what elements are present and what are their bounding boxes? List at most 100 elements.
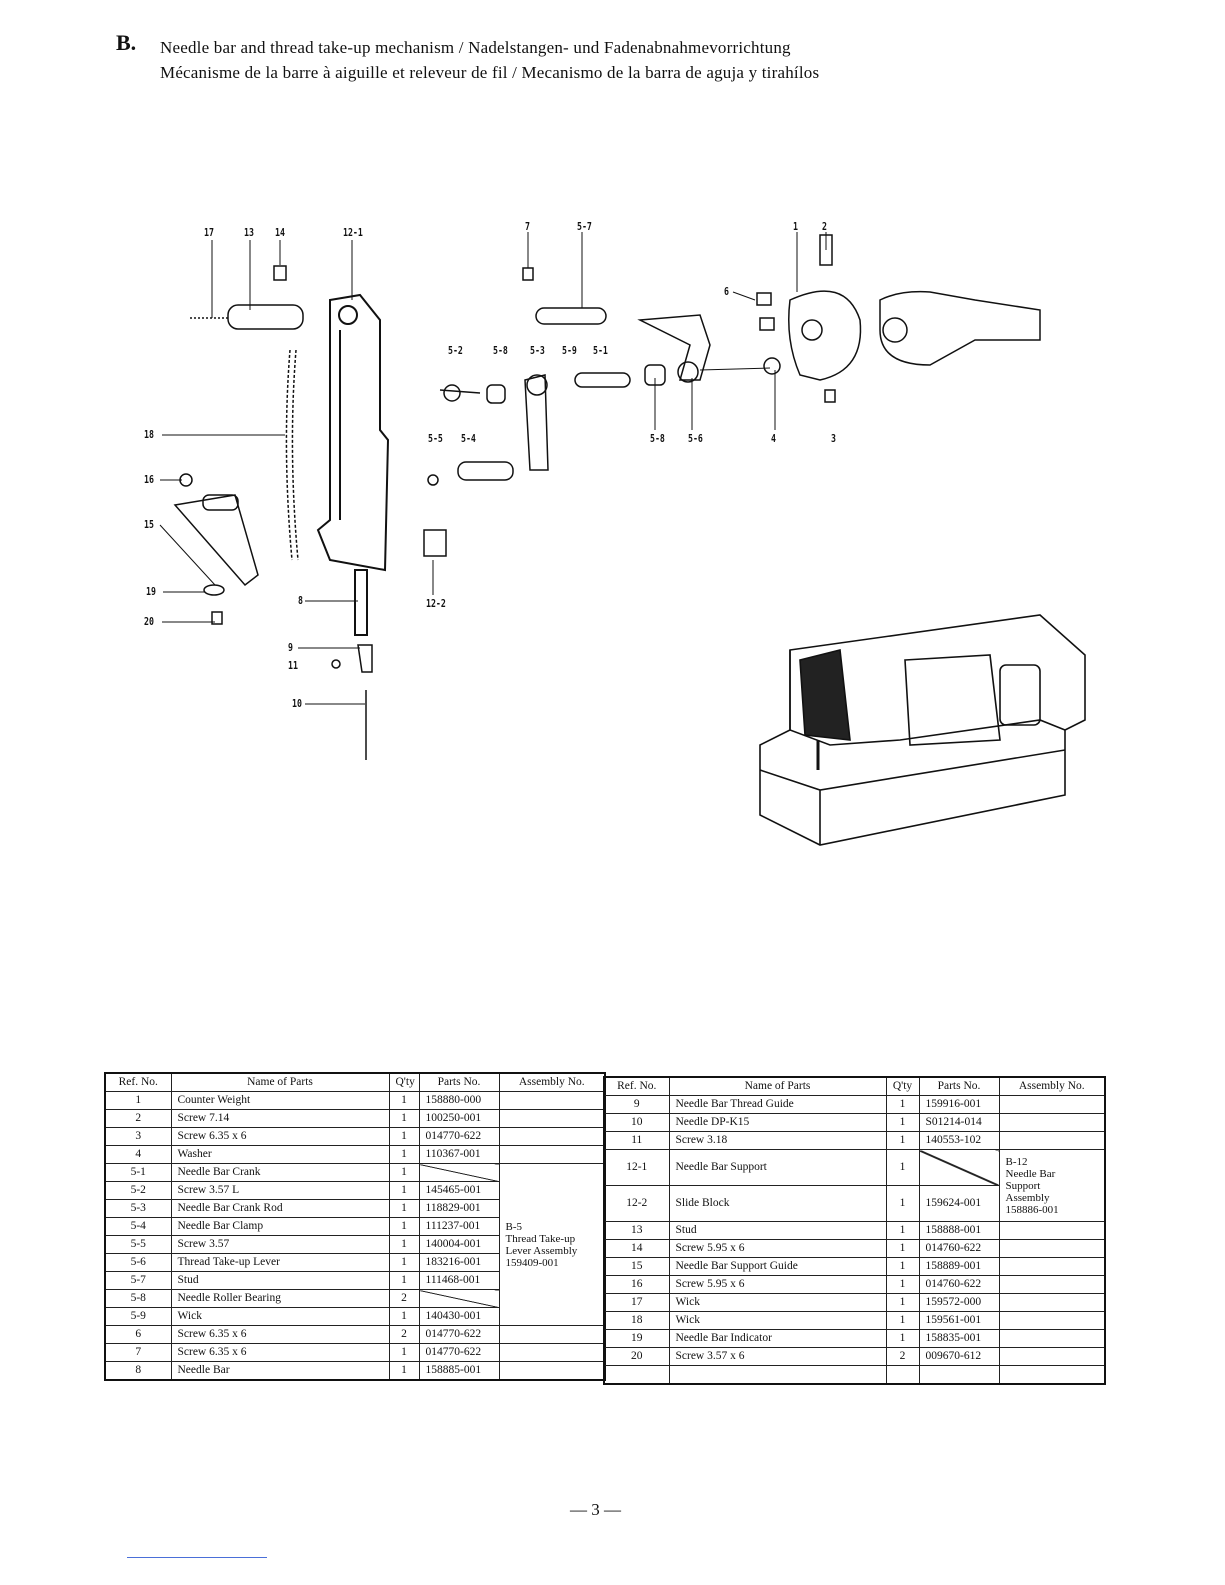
callout-label: 2 [822,220,827,233]
header-name: Name of Parts [170,1072,390,1092]
parts-no-cell: 014760-622 [918,1275,1000,1294]
part-name-cell: Wick [170,1307,390,1326]
parts-no-cell: 118829-001 [418,1199,500,1218]
ref-no-cell: 12-2 [603,1185,670,1222]
header-ref-no: Ref. No. [603,1076,670,1096]
part-name-cell: Stud [170,1271,390,1290]
stud-13 [190,304,304,330]
part-name-cell: Screw 5.95 x 6 [668,1239,887,1258]
parts-no-cell: 111468-001 [418,1271,500,1290]
parts-no-cell: 100250-001 [418,1109,500,1128]
ref-no-cell: 17 [603,1293,670,1312]
qty-cell: 1 [885,1239,920,1258]
assembly-text: Needle Bar [1005,1167,1056,1180]
qty-cell: 1 [388,1145,420,1164]
empty-cell [885,1365,920,1385]
parts-no-cell: 014760-622 [918,1239,1000,1258]
parts-no-cell [418,1163,500,1182]
ref-no-cell: 19 [603,1329,670,1348]
parts-table-right: Ref. No. Name of Parts Q'ty Parts No. As… [603,1076,1106,1385]
qty-cell: 2 [388,1289,420,1308]
ref-no-cell: 7 [104,1343,172,1362]
qty-cell: 1 [388,1343,420,1362]
header-assembly-no: Assembly No. [998,1076,1106,1096]
qty-cell: 1 [885,1185,920,1222]
ref-no-cell: 1 [104,1091,172,1110]
assembly-no-cell [498,1325,606,1344]
empty-cell [998,1365,1106,1385]
parts-no-cell: 158889-001 [918,1257,1000,1276]
callout-label: 14 [275,226,285,239]
assembly-no-cell [998,1095,1106,1114]
callout-label: 17 [204,226,214,239]
empty-table-row [603,1365,1106,1385]
assembly-text: B-12 [1005,1155,1028,1168]
qty-cell: 1 [388,1091,420,1110]
callout-label: 5-4 [461,432,476,445]
ref-no-cell: 5-5 [104,1235,172,1254]
assembly-no-cell [498,1145,606,1164]
qty-cell: 1 [388,1109,420,1128]
ref-no-cell: 9 [603,1095,670,1114]
part-name-cell: Screw 3.57 [170,1235,390,1254]
ref-no-cell: 6 [104,1325,172,1344]
qty-cell: 1 [885,1293,920,1312]
empty-cell [668,1365,887,1385]
callout-label: 19 [146,585,156,598]
part-name-cell: Screw 6.35 x 6 [170,1127,390,1146]
assembly-text: Lever Assembly [505,1244,578,1257]
parts-no-cell: 140553-102 [918,1131,1000,1150]
crank-parts [427,267,711,486]
assembly-no-cell [998,1347,1106,1366]
parts-no-cell: S01214-014 [918,1113,1000,1132]
qty-cell: 1 [388,1199,420,1218]
callout-label: 13 [244,226,254,239]
parts-no-cell: 159624-001 [918,1185,1000,1222]
qty-cell: 1 [885,1095,920,1114]
qty-cell: 1 [885,1275,920,1294]
support-guide-15 [173,494,259,587]
qty-cell: 1 [885,1131,920,1150]
counter-weight [756,234,1041,403]
needle-bar-support [316,293,390,636]
part-name-cell: Needle Bar [170,1361,390,1381]
part-name-cell: Thread Take-up Lever [170,1253,390,1272]
indicator-19 [203,584,225,596]
assembly-no-cell [998,1113,1106,1132]
callout-label: 15 [144,518,154,531]
ref-no-cell: 14 [603,1239,670,1258]
assembly-no-cell [998,1131,1106,1150]
table-header-row: Ref. No. Name of Parts Q'ty Parts No. As… [603,1076,1106,1096]
part-name-cell: Needle Roller Bearing [170,1289,390,1308]
parts-no-cell: 158888-001 [918,1221,1000,1240]
sewing-machine-illustration [759,614,1086,846]
ref-no-cell: 4 [104,1145,172,1164]
slide-block-12-2 [423,529,447,557]
qty-cell: 1 [885,1113,920,1132]
assembly-no-cell [998,1239,1106,1258]
callout-label: 5-8 [493,344,508,357]
wick-18 [285,349,299,561]
assembly-no-cell [998,1329,1106,1348]
page-title-line-1: Needle bar and thread take-up mechanism … [160,38,791,57]
callout-label: 16 [144,473,154,486]
header-assembly-no: Assembly No. [498,1072,606,1092]
qty-cell: 1 [885,1257,920,1276]
callout-label: 5-6 [688,432,703,445]
parts-no-cell: 145465-001 [418,1181,500,1200]
footer-link-underline [127,1557,267,1558]
qty-cell: 1 [388,1235,420,1254]
parts-no-cell: 111237-001 [418,1217,500,1236]
